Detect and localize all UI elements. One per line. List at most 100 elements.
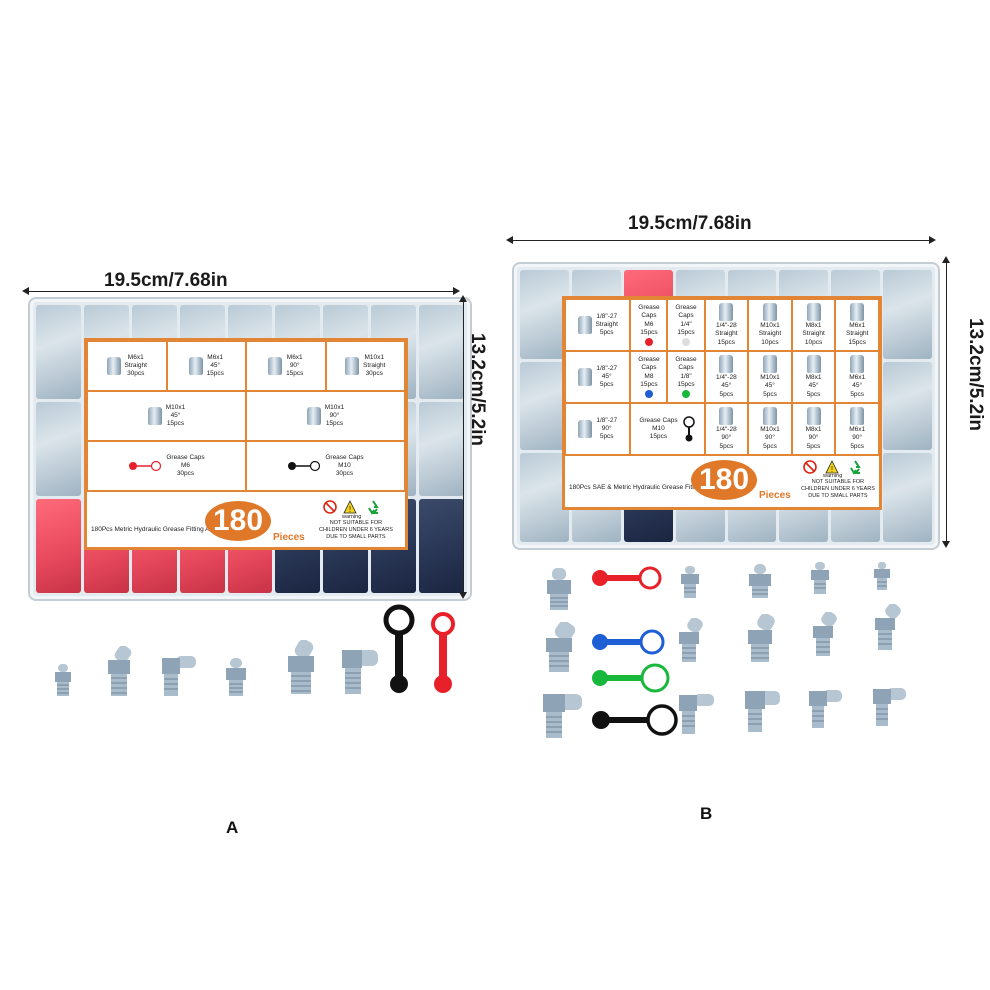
warning-text-a: NOT SUITABLE FOR CHILDREN UNDER 6 YEARS … [319, 520, 393, 540]
cell-a-5: M10x1 45° 15pcs [87, 391, 246, 441]
cell-a-1: M6x1 Straight 30pcs [87, 341, 167, 391]
kit-title-a: 180Pcs Metric Hydraulic Grease Fitting A… [91, 526, 248, 533]
green-cap-icon [682, 389, 691, 398]
fitting-45-icon [748, 614, 775, 662]
cell-b-3: Grease Caps 1/4" 15pcs [667, 299, 705, 351]
cell-b-10: Grease Caps 1/8" 15pcs [667, 351, 705, 403]
fitting-straight-small-icon [681, 566, 699, 598]
label-card-a: M6x1 Straight 30pcs M6x1 45° 15pcs M6x1 … [84, 338, 408, 550]
fitting-straight-icon [547, 568, 571, 610]
grease-cap-black-icon [592, 704, 678, 736]
cell-b-19: M8x1 90° 5pcs [791, 403, 836, 455]
cell-b-12: M10x1 45° 5pcs [748, 351, 792, 403]
pieces-label-a: Pieces [273, 532, 305, 543]
grease-cap-red-icon [592, 566, 662, 590]
fitting-icon [306, 407, 321, 425]
grease-cap-red-icon [129, 460, 162, 472]
fitting-90-small-icon [873, 688, 906, 726]
fitting-icon [806, 303, 821, 322]
fitting-90-icon [543, 694, 582, 738]
fitting-icon [762, 407, 777, 426]
fitting-icon [850, 407, 865, 426]
fitting-icon [345, 357, 360, 375]
cell-a-2: M6x1 45° 15pcs [166, 341, 246, 391]
fitting-icon [850, 355, 865, 374]
cell-b-9: Grease Caps M8 15pcs [630, 351, 668, 403]
cell-b-15: 1/8"-27 90° 5pcs [565, 403, 631, 455]
fitting-icon [577, 316, 592, 334]
fitting-90-small-icon [679, 694, 714, 734]
white-cap-icon [682, 337, 691, 346]
height-label-b: 13.2cm/5.2in [965, 318, 986, 432]
cell-b-18: M10x1 90° 5pcs [748, 403, 792, 455]
recycle-icon [368, 500, 379, 515]
fitting-straight-icon [226, 658, 246, 696]
fitting-icon [188, 357, 203, 375]
pieces-label-b: Pieces [759, 490, 791, 501]
cell-a-3: M6x1 90° 15pcs [246, 341, 326, 391]
fitting-45-icon [546, 622, 576, 672]
label-card-b: 1/8"-27 Straight 5pcs Grease Caps M6 15p… [562, 296, 882, 510]
fitting-icon [806, 355, 821, 374]
cell-b-2: Grease Caps M6 15pcs [630, 299, 668, 351]
fitting-icon [719, 303, 734, 322]
warning-text-b: NOT SUITABLE FOR CHILDREN UNDER 6 YEARS … [801, 479, 875, 499]
cell-b-5: M10x1 Straight 10pcs [748, 299, 792, 351]
cell-b-17: 1/4"-28 90° 5pcs [704, 403, 749, 455]
fitting-45-icon [108, 646, 132, 696]
panel-letter-b: B [700, 804, 713, 823]
fitting-45-small-icon [875, 604, 901, 650]
fitting-icon [578, 420, 593, 438]
fitting-45-small-icon [813, 612, 837, 656]
fitting-straight-small-icon [811, 562, 829, 594]
fitting-straight-icon [749, 564, 771, 598]
height-label-a: 13.2cm/5.2in [467, 333, 488, 447]
recycle-icon [850, 460, 861, 475]
fitting-90-icon [745, 691, 780, 732]
width-arrow-a [22, 287, 460, 295]
fitting-icon [806, 407, 821, 426]
grease-cap-black-icon [383, 604, 415, 693]
cell-a-4: M10x1 Straight 30pcs [325, 341, 405, 391]
fitting-icon [762, 303, 777, 322]
blue-cap-icon [644, 389, 653, 398]
cell-b-6: M8x1 Straight 10pcs [791, 299, 836, 351]
height-arrow-b [942, 256, 950, 548]
grease-cap-green-icon [592, 663, 670, 693]
panel-letter-a: A [226, 818, 239, 837]
cell-a-8: Grease Caps M10 30pcs [246, 441, 405, 491]
cell-b-4: 1/4"-28 Straight 15pcs [704, 299, 749, 351]
cell-b-11: 1/4"-28 45° 5pcs [704, 351, 749, 403]
fitting-straight-small-icon [874, 562, 890, 590]
cell-b-7: M6x1 Straight 15pcs [835, 299, 879, 351]
fitting-straight-small-icon [55, 664, 71, 696]
no-children-icon [803, 460, 817, 474]
fitting-icon [719, 407, 734, 426]
cell-b-13: M8x1 45° 5pcs [791, 351, 836, 403]
width-label-b: 19.5cm/7.68in [628, 213, 752, 234]
cell-b-1: 1/8"-27 Straight 5pcs [565, 299, 631, 351]
fitting-icon [762, 355, 777, 374]
width-arrow-b [506, 236, 936, 244]
fitting-45-large-icon [288, 640, 314, 694]
fitting-90-icon [162, 656, 196, 696]
cell-b-16: Grease Caps M10 15pcs [630, 403, 705, 455]
cell-b-8: 1/8"-27 45° 5pcs [565, 351, 631, 403]
warning-word-b: warning [823, 473, 843, 479]
grease-cap-red-icon [431, 612, 455, 693]
fitting-icon [578, 368, 593, 386]
grease-cap-black-icon [288, 460, 321, 472]
no-children-icon [323, 500, 337, 514]
width-label-a: 19.5cm/7.68in [104, 270, 228, 291]
fitting-90-large-icon [342, 650, 378, 694]
fitting-45-small-icon [679, 618, 703, 662]
cell-b-14: M6x1 45° 5pcs [835, 351, 879, 403]
fitting-icon [268, 357, 283, 375]
cell-a-6: M10x1 90° 15pcs [246, 391, 405, 441]
cell-b-20: M6x1 90° 5pcs [835, 403, 879, 455]
kit-title-b: 180Pcs SAE & Metric Hydraulic Grease Fit… [569, 484, 747, 491]
fitting-icon [147, 407, 162, 425]
black-cap-icon [682, 416, 695, 442]
warning-icon: ! [825, 460, 839, 474]
fitting-icon [106, 357, 121, 375]
